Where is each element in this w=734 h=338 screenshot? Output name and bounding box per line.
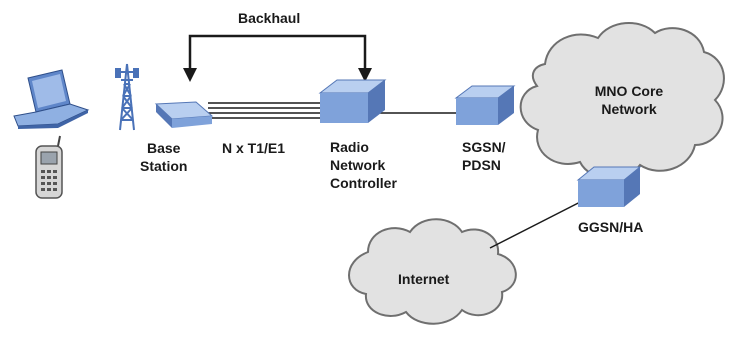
base-station-box — [154, 101, 214, 128]
mobile-phone-icon — [35, 135, 63, 199]
rnc-label-line1: Radio — [330, 139, 369, 155]
base-station-label-line1: Base — [146, 140, 181, 156]
backhaul-label: Backhaul — [238, 10, 301, 26]
rnc-label: Radio Network Controller — [330, 138, 397, 192]
laptop-icon — [13, 69, 90, 129]
sgsn-label: SGSN/ PDSN — [462, 138, 506, 174]
mno-core-cloud — [519, 21, 725, 180]
backhaul-arrow — [188, 34, 367, 76]
sgsn-label-line2: PDSN — [462, 157, 501, 173]
core-label: MNO Core Network — [588, 82, 670, 118]
link-label: N x T1/E1 — [222, 140, 286, 156]
rnc-box — [318, 79, 387, 123]
rnc-label-line2: Network — [330, 157, 386, 173]
ggsn-box — [576, 166, 642, 207]
sgsn-box — [454, 85, 516, 125]
backhaul-arrowhead-left — [183, 68, 197, 82]
internet-label: Internet — [398, 271, 450, 287]
ggsn-internet-link — [489, 195, 593, 249]
base-station-label-line2: Station — [140, 158, 188, 174]
sgsn-label-line1: SGSN/ — [462, 139, 506, 155]
tx-lines — [208, 102, 320, 119]
cell-tower-icon — [115, 63, 139, 131]
rnc-label-line3: Controller — [330, 175, 397, 191]
ggsn-label: GGSN/HA — [578, 219, 644, 235]
core-label-line2: Network — [601, 101, 657, 117]
core-label-line1: MNO Core — [594, 83, 664, 99]
internet-cloud — [348, 218, 517, 325]
backhaul-arrowhead-right — [358, 68, 372, 82]
base-station-label: Base Station — [140, 139, 187, 175]
